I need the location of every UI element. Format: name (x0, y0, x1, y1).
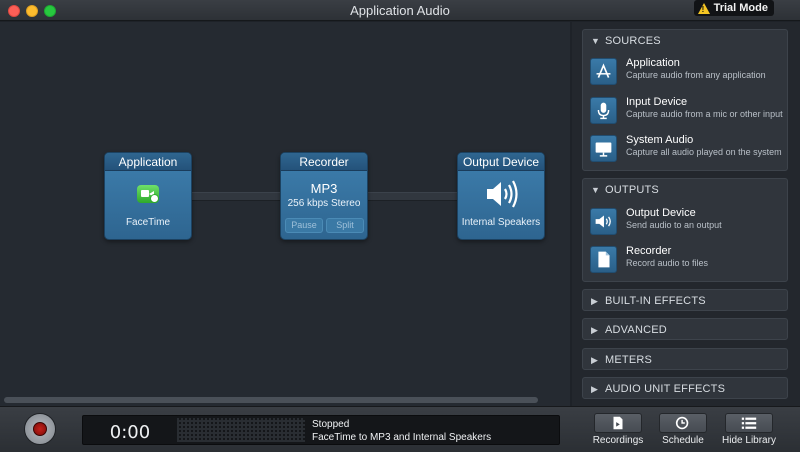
sources-header-label: SOURCES (605, 35, 661, 47)
recorder-quality: 256 kbps Stereo (287, 198, 361, 209)
wire-source-to-recorder (190, 192, 282, 201)
source-block-title: Application (105, 153, 191, 171)
zoom-window-button[interactable] (44, 5, 56, 17)
clock-icon (675, 416, 689, 430)
warning-icon: ! (697, 2, 710, 14)
library-item-desc: Record audio to files (626, 258, 709, 268)
chevron-right-icon: ▶ (591, 295, 599, 306)
outputs-panel: ▼ OUTPUTS Output Device Send audio to an… (582, 178, 788, 282)
monitor-icon (590, 135, 617, 162)
output-device-block[interactable]: Output Device Internal Speakers (457, 152, 545, 240)
recorder-format: MP3 (310, 181, 338, 196)
scrollbar-thumb[interactable] (4, 397, 538, 403)
status-display: 0:00 Stopped FaceTime to MP3 and Interna… (82, 415, 560, 445)
record-icon (33, 422, 47, 436)
chevron-right-icon: ▶ (591, 383, 599, 394)
library-item-recorder[interactable]: Recorder Record audio to files (590, 245, 786, 280)
minimize-window-button[interactable] (26, 5, 38, 17)
document-icon (590, 246, 617, 273)
source-block-application[interactable]: Application FaceTime (104, 152, 192, 240)
sources-header[interactable]: ▼ SOURCES (583, 30, 787, 52)
bottom-toolbar: 0:00 Stopped FaceTime to MP3 and Interna… (0, 406, 800, 452)
facetime-icon (137, 185, 159, 203)
trial-mode-label: Trial Mode (713, 2, 768, 14)
speaker-icon (487, 180, 518, 208)
library-item-title: Application (626, 57, 680, 69)
level-meter (177, 418, 305, 442)
recordings-label: Recordings (592, 435, 644, 446)
split-button[interactable]: Split (326, 218, 364, 233)
source-block-subtitle: FaceTime (125, 217, 171, 228)
sources-panel: ▼ SOURCES Application Capture audio from… (582, 29, 788, 171)
library-item-title: System Audio (626, 134, 694, 146)
output-block-title: Output Device (458, 153, 544, 171)
library-item-desc: Capture audio from a mic or other input (626, 109, 783, 119)
schedule-button[interactable] (659, 413, 707, 433)
recorder-block-title: Recorder (281, 153, 367, 171)
library-item-input-device[interactable]: Input Device Capture audio from a mic or… (590, 96, 786, 131)
library-item-desc: Capture all audio played on the system (626, 147, 782, 157)
section-label: ADVANCED (605, 324, 667, 336)
title-bar: Application Audio ! Trial Mode (0, 0, 800, 21)
list-icon (741, 417, 757, 429)
speaker-icon (590, 208, 617, 235)
hide-library-button[interactable] (725, 413, 773, 433)
built-in-effects-section[interactable]: ▶ BUILT-IN EFFECTS (582, 289, 788, 311)
section-label: BUILT-IN EFFECTS (605, 295, 706, 307)
output-block-subtitle: Internal Speakers (461, 217, 541, 228)
recording-status: Stopped (312, 419, 350, 430)
library-item-title: Output Device (626, 207, 696, 219)
library-item-desc: Send audio to an output (626, 220, 722, 230)
meters-section[interactable]: ▶ METERS (582, 348, 788, 370)
chevron-right-icon: ▶ (591, 354, 599, 365)
library-item-desc: Capture audio from any application (626, 70, 766, 80)
library-item-title: Recorder (626, 245, 672, 257)
advanced-section[interactable]: ▶ ADVANCED (582, 318, 788, 340)
section-label: AUDIO UNIT EFFECTS (605, 383, 726, 395)
schedule-label: Schedule (662, 435, 704, 446)
recorder-block[interactable]: Recorder MP3 256 kbps Stereo Pause Split (280, 152, 368, 240)
record-button[interactable] (24, 413, 56, 445)
window-title: Application Audio (350, 3, 450, 18)
library-sidebar: ▼ SOURCES Application Capture audio from… (572, 22, 800, 406)
horizontal-scrollbar[interactable] (0, 394, 570, 406)
library-item-title: Input Device (626, 96, 688, 108)
library-item-application[interactable]: Application Capture audio from any appli… (590, 57, 786, 92)
hide-library-label: Hide Library (722, 435, 776, 446)
application-icon (590, 58, 617, 85)
audio-chain-canvas[interactable]: Application FaceTime Recorder MP3 256 kb… (0, 22, 570, 394)
trial-mode-badge[interactable]: ! Trial Mode (693, 0, 774, 16)
library-item-output-device[interactable]: Output Device Send audio to an output (590, 207, 786, 242)
outputs-header[interactable]: ▼ OUTPUTS (583, 179, 787, 201)
elapsed-time: 0:00 (109, 422, 151, 443)
close-window-button[interactable] (8, 5, 20, 17)
chevron-down-icon: ▼ (591, 185, 601, 195)
recordings-icon (613, 416, 623, 430)
chevron-right-icon: ▶ (591, 324, 599, 335)
chevron-down-icon: ▼ (591, 36, 601, 46)
recordings-button[interactable] (594, 413, 642, 433)
pause-button[interactable]: Pause (285, 218, 323, 233)
audio-unit-effects-section[interactable]: ▶ AUDIO UNIT EFFECTS (582, 377, 788, 399)
library-item-system-audio[interactable]: System Audio Capture all audio played on… (590, 134, 786, 169)
outputs-header-label: OUTPUTS (605, 184, 659, 196)
recording-detail: FaceTime to MP3 and Internal Speakers (312, 432, 492, 443)
wire-recorder-to-output (367, 192, 459, 201)
section-label: METERS (605, 354, 653, 366)
microphone-icon (590, 97, 617, 124)
